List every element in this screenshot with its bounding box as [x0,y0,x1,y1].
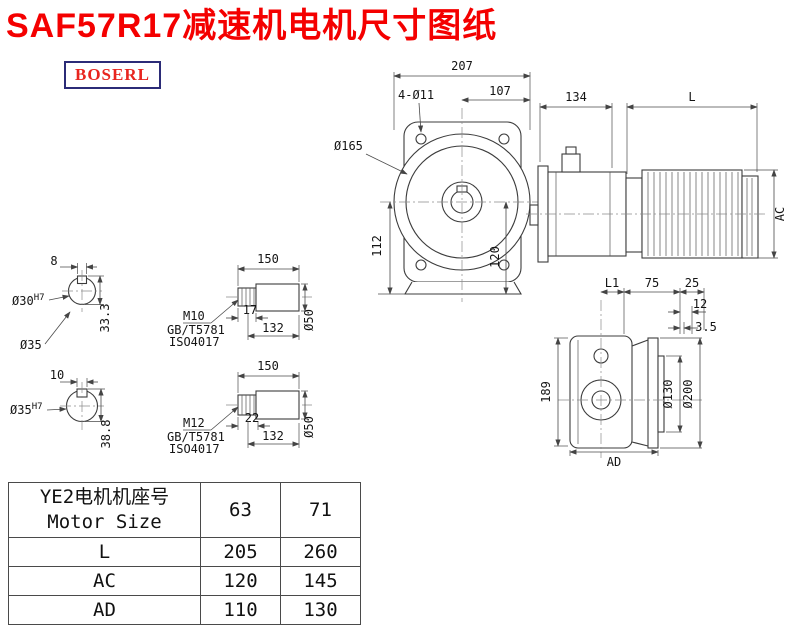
shaft-section-top: 8 Ø30H7 33.3 Ø35 [12,254,112,352]
flange-spigot [657,355,665,433]
dim-17: 17 [243,303,257,317]
row-value: 110 [200,595,281,625]
header-motor-size-cn: YE2电机机座号 [39,486,170,508]
row-value: 260 [280,537,361,567]
table-row-AD: AD 110 130 [8,595,361,625]
table-row-AC: AC 120 145 [8,566,361,596]
bore-value: Ø35 [10,403,32,417]
front-view [380,108,544,302]
bolt-hole [415,259,427,271]
side-view-dimensions: 134 L AC [539,90,787,259]
motor-size-71: 71 [280,482,361,538]
row-label: AC [8,566,201,596]
dim-132-bottom: 132 [262,429,284,443]
dim-key-width-10: 10 [50,368,64,382]
page-title: SAF57R17减速机电机尺寸图纸 [6,7,498,45]
dim-AC: AC [773,207,787,221]
label-gb-std-top: GB/T5781 [167,323,225,337]
gearbox-foot [404,281,522,295]
shaft-drawing-bottom: 150 22 132 M12 GB/T5781 ISO4017 Ø50 [167,359,316,456]
bore-value: Ø30 [12,294,34,308]
dim-3-5: 3.5 [695,320,717,334]
row-value: 120 [200,566,281,596]
row-value: 145 [280,566,361,596]
shaft-body [255,283,300,312]
shaft-section-bottom: 10 Ø35H7 38.8 [10,368,113,448]
dim-L: L [688,90,695,104]
label-bore-O35H7: Ø35H7 [10,402,43,417]
output-view-dimensions: L1 75 25 12 3.5 189 Ø130 [539,276,717,469]
dim-flange-dia-200: Ø200 [681,380,695,409]
dim-132-top: 132 [262,321,284,335]
top-boss [561,153,581,173]
dim-150-top: 150 [257,252,279,266]
dim-O50-bottom: Ø50 [302,416,316,438]
front-view-dimensions: 207 107 4-Ø11 Ø165 112 120 [334,59,531,295]
dim-112: 112 [370,235,384,257]
label-iso-std-bottom: ISO4017 [169,442,220,456]
dim-L1: L1 [605,276,619,290]
output-view [558,300,704,458]
fan-cover [741,175,759,259]
dim-key-width-8: 8 [50,254,57,268]
bore-tolerance: H7 [34,293,45,303]
dim-150-bottom: 150 [257,359,279,373]
motor-size-table: YE2电机机座号 Motor Size 63 71 L 205 260 AC 1… [8,482,361,625]
row-value: 130 [280,595,361,625]
dim-12: 12 [693,297,707,311]
dim-AD: AD [607,455,621,469]
dim-33-3: 33.3 [98,304,112,333]
dim-189: 189 [539,381,553,403]
header-motor-size-en: Motor Size [47,511,162,533]
dim-107: 107 [489,84,511,98]
bore-tolerance: H7 [32,402,43,412]
flange-plate-edge [647,337,659,449]
row-label: AD [8,595,201,625]
dim-75: 75 [645,276,659,290]
dim-38-8: 38.8 [99,420,113,449]
bolt-hole [498,133,510,145]
dim-spigot-dia: Ø130 [661,380,675,409]
dim-134: 134 [565,90,587,104]
dim-O50-top: Ø50 [302,309,316,331]
label-bolt-holes: 4-Ø11 [398,88,434,102]
dim-120: 120 [488,246,502,268]
shaft-body [255,390,300,420]
header-motor-size-cell: YE2电机机座号 Motor Size [8,482,201,538]
motor-adapter [625,177,643,253]
label-hub-O35: Ø35 [20,338,42,352]
row-label: L [8,537,201,567]
dim-25: 25 [685,276,699,290]
brand-logo-text: BOSERL [75,65,150,84]
motor-size-63: 63 [200,482,281,538]
dim-flange-dia: Ø165 [334,139,363,153]
bolt-hole [415,133,427,145]
table-row-L: L 205 260 [8,537,361,567]
shaft-drawing-top: 150 17 132 M10 GB/T5781 ISO4017 Ø50 [167,252,316,349]
brand-logo: BOSERL [64,61,161,89]
dim-22: 22 [245,411,259,425]
row-value: 205 [200,537,281,567]
side-view [526,146,766,263]
label-M12: M12 [183,416,205,430]
oil-plug [565,146,577,155]
dim-207: 207 [451,59,473,73]
label-bore-O30H7: Ø30H7 [12,293,45,308]
label-iso-std-top: ISO4017 [169,335,220,349]
label-M10: M10 [183,309,205,323]
label-gb-std-bottom: GB/T5781 [167,430,225,444]
output-shaft-stub [529,204,539,226]
table-header-row: YE2电机机座号 Motor Size 63 71 [8,482,361,538]
